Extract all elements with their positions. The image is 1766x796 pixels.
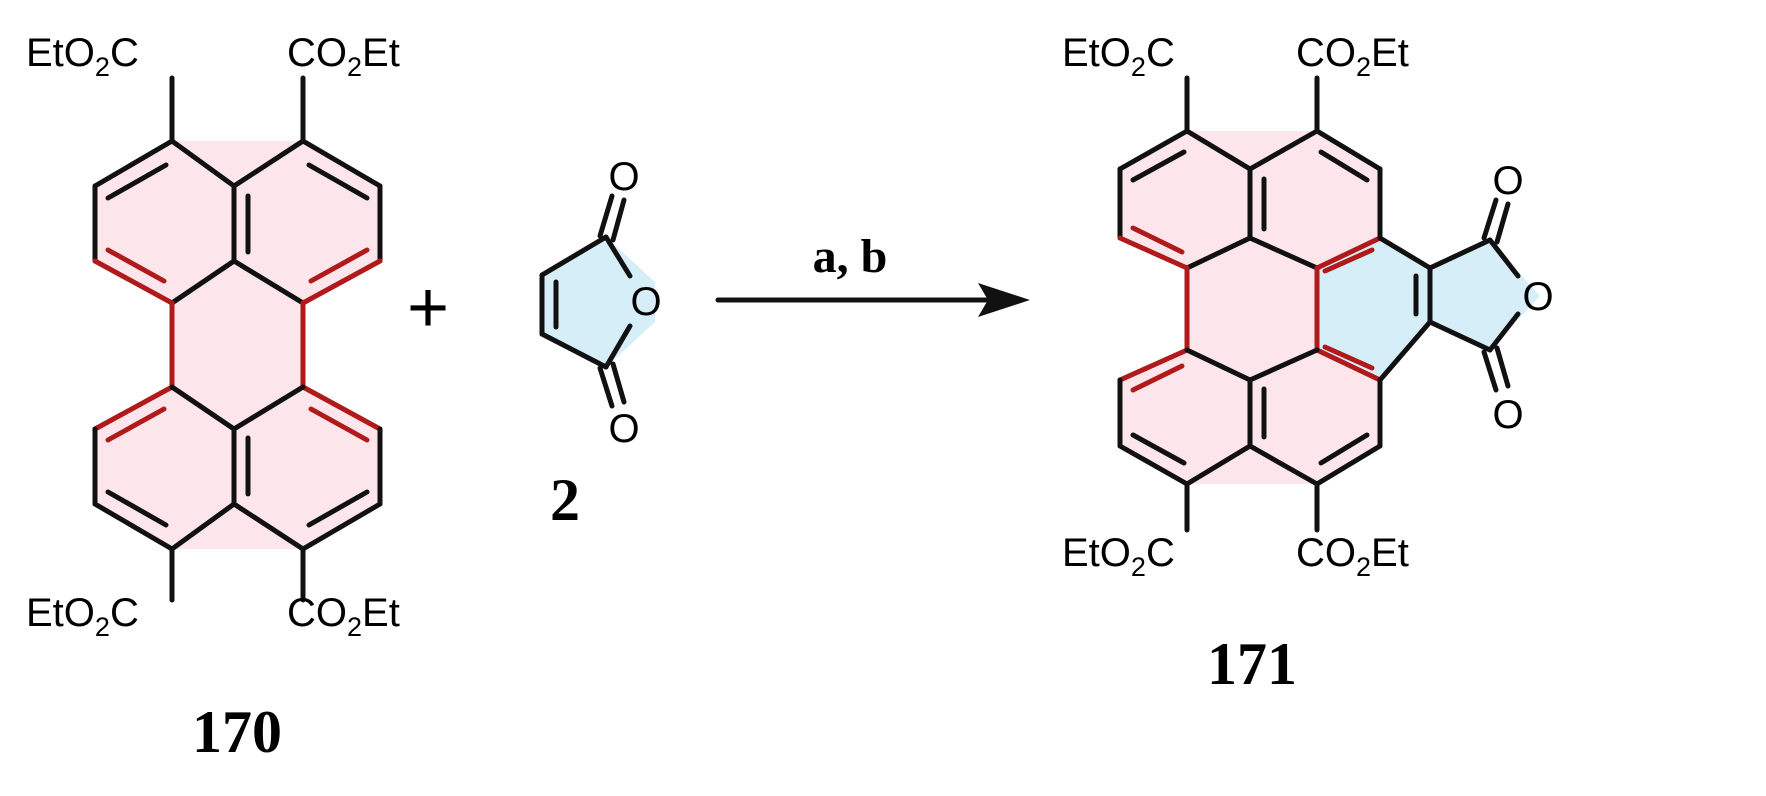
c171-bond — [1184, 235, 1253, 271]
c171-highlight-bond — [1322, 247, 1375, 274]
reaction-arrow: a, b — [715, 230, 1030, 317]
c170-ester-bottom-left: EtO2C — [26, 591, 139, 642]
c2-carbonyl — [610, 361, 627, 405]
c171-bond — [1377, 319, 1433, 383]
c170-double-bond — [306, 489, 370, 528]
c171-bond — [1117, 128, 1190, 172]
c171-oxygen-bottom: O — [1492, 393, 1523, 437]
c2-bond — [603, 323, 633, 370]
c171-bond — [1184, 128, 1253, 172]
c171-bond — [1247, 235, 1320, 271]
c171-ester-top-right: CO2Et — [1296, 31, 1409, 82]
c171-bond — [1314, 128, 1383, 172]
c170-bond — [169, 138, 237, 189]
c171-double-bond — [1130, 149, 1187, 183]
c170-highlight-bond — [308, 247, 370, 284]
c171-oxygen-top: O — [1492, 159, 1523, 203]
c171-carbonyl — [1494, 345, 1511, 389]
c171-bond — [1247, 347, 1320, 383]
c171-double-bond — [1318, 149, 1370, 183]
c171-carbonyl — [1494, 201, 1511, 245]
c171-ester-bottom-left: EtO2C — [1062, 531, 1175, 582]
c170-bond — [169, 501, 237, 552]
c171-highlight-bond — [1322, 344, 1375, 371]
c171-bond — [1314, 443, 1383, 487]
compound-label-171: 171 — [1207, 631, 1297, 697]
c171-bond — [1117, 443, 1190, 487]
c170-ester-top-left: EtO2C — [26, 31, 139, 82]
c170-bond — [169, 384, 237, 432]
c170-ester-bottom-right: CO2Et — [287, 591, 400, 642]
c170-bond — [231, 501, 306, 552]
c2-bond — [603, 234, 633, 279]
c170-double-bond — [306, 162, 370, 201]
c2-oxygen-top: O — [608, 155, 639, 199]
c171-bond — [1427, 319, 1493, 353]
c171-ester-top-left: EtO2C — [1062, 31, 1175, 82]
compound-170: EtO2C CO2Et EtO2C CO2Et 170 — [26, 31, 400, 765]
c171-double-bond — [1318, 432, 1370, 466]
c171-highlight-bond — [1117, 347, 1190, 383]
compound-label-2: 2 — [550, 467, 580, 533]
c170-double-bond — [105, 489, 169, 528]
c171-carbonyl — [1481, 197, 1499, 241]
c2-oxygen-ring: O — [630, 280, 661, 324]
c171-highlight-bond — [1130, 363, 1185, 393]
c2-oxygen-bottom: O — [608, 407, 639, 451]
arrow-head — [978, 283, 1030, 317]
compound-label-170: 170 — [192, 699, 282, 765]
c171-bond — [1247, 443, 1320, 487]
compound-171: O O O EtO2C CO2Et EtO2C CO2Et 171 — [1062, 31, 1554, 697]
c171-bond — [1184, 347, 1253, 383]
c170-bond — [300, 138, 383, 189]
c171-bond — [1377, 235, 1433, 271]
compound-2: O O O 2 — [539, 155, 662, 533]
c170-bond — [231, 384, 306, 432]
c171-highlight-bond — [1314, 347, 1383, 383]
arrow-conditions: a, b — [813, 230, 888, 283]
c171-ring-fill — [1120, 131, 1380, 484]
c171-double-bond — [1130, 432, 1187, 466]
c2-carbonyl — [597, 365, 615, 409]
c2-bond — [539, 234, 609, 278]
c2-bond — [539, 331, 609, 370]
c171-bond — [1184, 443, 1253, 487]
c170-bond — [169, 258, 237, 306]
c170-bond — [231, 258, 306, 306]
c171-highlight-bond — [1314, 235, 1383, 271]
c171-ester-bottom-right: CO2Et — [1296, 531, 1409, 582]
c171-highlight-bond — [1117, 235, 1190, 271]
c171-bond — [1427, 237, 1493, 271]
c170-ring-fill — [95, 141, 380, 549]
c170-bond — [92, 138, 175, 189]
c171-bond — [1247, 128, 1320, 172]
c171-bond — [1487, 311, 1521, 353]
c171-carbonyl — [1481, 349, 1499, 393]
c170-highlight-bond — [105, 247, 167, 284]
c170-bond — [231, 138, 306, 189]
c171-bond — [1487, 237, 1521, 279]
c170-bond — [300, 501, 383, 552]
c170-double-bond — [105, 162, 169, 201]
c170-highlight-bond — [105, 406, 167, 443]
c170-highlight-bond — [300, 384, 383, 432]
c2-carbonyl — [610, 197, 627, 243]
c170-highlight-bond — [300, 258, 383, 306]
c171-highlight-bond — [1130, 225, 1185, 255]
c2-carbonyl — [597, 193, 615, 239]
c170-ester-top-right: CO2Et — [287, 31, 400, 82]
c170-bond — [92, 501, 175, 552]
c170-highlight-bond — [92, 258, 175, 306]
c170-highlight-bond — [308, 406, 370, 443]
plus-sign: + — [407, 268, 449, 348]
c170-highlight-bond — [92, 384, 175, 432]
c171-oxygen-ring: O — [1522, 275, 1553, 319]
